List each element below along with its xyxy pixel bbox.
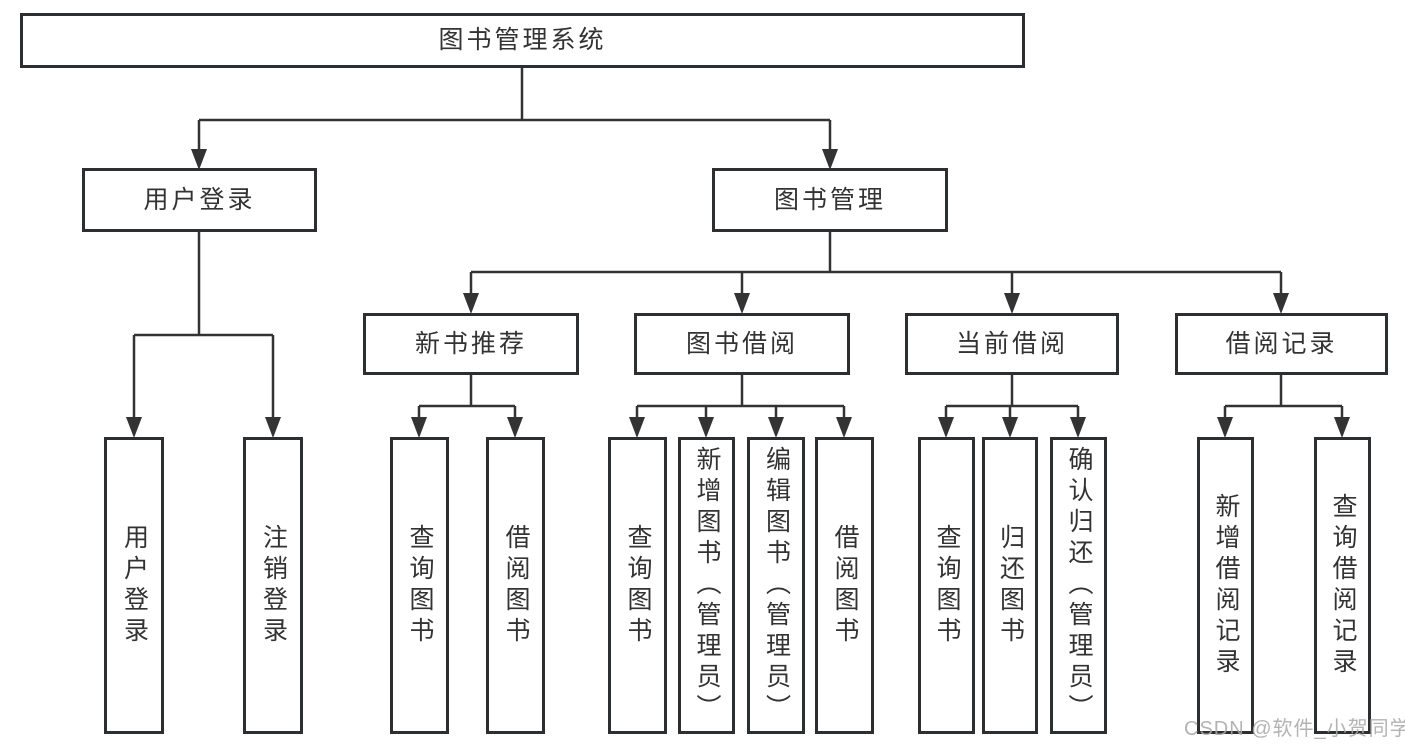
connector-book-management-to-level2 [469,232,1283,299]
leaf-borrowing-borrow-book: 借阅图书 [815,437,874,734]
leaf-logout: 注销登录 [243,437,303,734]
leaf-records-query-record: 查询借阅记录 [1314,437,1371,734]
arrowhead-icon [1334,417,1350,438]
arrowhead-icon [1004,293,1020,314]
node-new-book-recommend: 新书推荐 [363,313,579,375]
leaf-current-query-book: 查询图书 [918,437,975,734]
arrowhead-icon [1070,417,1086,438]
arrowhead-icon [1273,293,1289,314]
leaf-records-add-record: 新增借阅记录 [1197,437,1254,734]
leaf-borrowing-edit-book: 编辑图书（管理员） [747,437,805,734]
connector-book-borrowing-to-leaves [635,375,846,423]
arrowhead-icon [768,417,784,438]
connector-root-to-level1 [197,68,832,155]
arrowhead-icon [1217,417,1233,438]
leaf-current-return-book: 归还图书 [982,437,1038,734]
node-current-borrowing: 当前借阅 [905,313,1119,375]
arrowhead-icon [463,293,479,314]
node-root: 图书管理系统 [20,13,1025,68]
node-book-borrowing: 图书借阅 [634,313,850,375]
connector-borrowing-records-to-leaves [1223,375,1344,423]
connector-current-borrowing-to-leaves [944,375,1080,423]
csdn-watermark: CSDN @软件_小贺同学 [1184,718,1405,740]
arrowhead-icon [1002,417,1018,438]
leaf-borrowing-query-book: 查询图书 [608,437,667,734]
leaf-user-login: 用户登录 [104,437,164,734]
node-borrowing-records: 借阅记录 [1175,313,1388,375]
leaf-current-confirm-return: 确认归还（管理员） [1050,437,1107,734]
arrowhead-icon [265,417,281,438]
arrowhead-icon [126,417,142,438]
arrowhead-icon [836,417,852,438]
arrowhead-icon [507,417,523,438]
leaf-newbook-borrow-book: 借阅图书 [486,437,545,734]
arrowhead-icon [629,417,645,438]
arrowhead-icon [411,417,427,438]
node-book-management: 图书管理 [712,168,948,232]
node-user-login: 用户登录 [82,168,317,232]
connector-user-login-to-leaves [132,232,275,423]
arrowhead-icon [698,417,714,438]
arrowhead-icon [822,149,838,170]
leaf-borrowing-add-book: 新增图书（管理员） [678,437,735,734]
leaf-newbook-query-book: 查询图书 [390,437,449,734]
arrowhead-icon [938,417,954,438]
arrowheads [126,149,1350,438]
connector-new-book-to-leaves [417,375,517,423]
arrowhead-icon [191,149,207,170]
arrowhead-icon [734,293,750,314]
